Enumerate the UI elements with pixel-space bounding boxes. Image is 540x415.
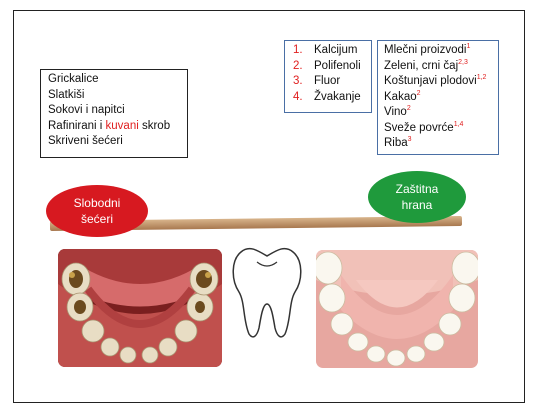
factor-number: 1. [293, 44, 303, 56]
protective-food-label-line1: Zaštitna [395, 182, 439, 196]
food-reference: 3 [407, 136, 412, 144]
food-reference: 1 [466, 43, 471, 51]
food-label: Riba [384, 137, 408, 149]
harmful-item: Sokovi i napitci [48, 104, 125, 116]
factor-item: 1. Kalcijum [293, 43, 371, 59]
factor-item: 2. Polifenoli [293, 59, 371, 75]
harmful-item: Grickalice [48, 73, 99, 85]
factor-label: Polifenoli [314, 59, 361, 72]
harmful-item: Slatkiši [48, 88, 85, 101]
free-sugars-oval: Slobodni šećeri [46, 185, 148, 237]
food-item: Kakao2 [384, 90, 498, 106]
food-label: Mlečni proizvodi [384, 44, 467, 56]
protective-food-oval: Zaštitna hrana [368, 171, 466, 223]
food-item: Koštunjavi plodovi1,2 [384, 74, 498, 90]
factor-number: 3. [293, 75, 303, 87]
food-item: Mlečni proizvodi1 [384, 43, 498, 59]
food-item: Riba3 [384, 136, 498, 152]
harmful-item: Skriveni šećeri [48, 135, 123, 147]
factor-label: Kalcijum [314, 44, 358, 56]
factor-item: 3. Fluor [293, 74, 371, 90]
food-item: Vino2 [384, 105, 498, 121]
factor-label: Žvakanje [314, 90, 361, 103]
protective-factors-box: 1. Kalcijum 2. Polifenoli 3. Fluor 4. Žvakan… [284, 40, 372, 113]
protective-food-label-line2: hrana [401, 198, 433, 212]
food-reference: 1,2 [476, 74, 487, 82]
food-label: Kakao [384, 90, 417, 103]
free-sugars-label-line2: šećeri [80, 212, 113, 226]
refined-suffix: skrob [138, 119, 171, 132]
food-reference: 2,3 [458, 58, 468, 66]
food-label: Zeleni, crni čaj [384, 59, 459, 72]
healthy-teeth-photo [316, 250, 478, 368]
food-item: Zeleni, crni čaj2,3 [384, 59, 498, 75]
food-label: Koštunjavi plodovi [384, 75, 477, 87]
food-reference: 2 [416, 89, 421, 97]
decayed-teeth-photo [58, 249, 222, 367]
food-reference: 1,4 [453, 120, 464, 128]
free-sugars-label-line1: Slobodni [73, 196, 121, 210]
factor-item: 4. Žvakanje [293, 90, 371, 106]
factor-label: Fluor [314, 75, 341, 87]
food-item: Sveže povrće1,4 [384, 121, 498, 137]
factor-number: 2. [293, 59, 303, 72]
food-label: Sveže povrće [384, 121, 454, 134]
harmful-item-refined: Rafinirani i kuvani skrob [48, 119, 187, 135]
harmful-foods-box: Grickalice Slatkiši Sokovi i napitci Raf… [40, 69, 188, 158]
protective-foods-box: Mlečni proizvodi1 Zeleni, crni čaj2,3 Ko… [377, 40, 499, 155]
food-label: Vino [384, 106, 407, 118]
refined-prefix: Rafinirani i [48, 119, 106, 132]
refined-highlight: kuvani [105, 119, 139, 132]
tooth-icon [232, 247, 302, 338]
food-reference: 2 [406, 105, 411, 113]
factor-number: 4. [293, 90, 303, 103]
